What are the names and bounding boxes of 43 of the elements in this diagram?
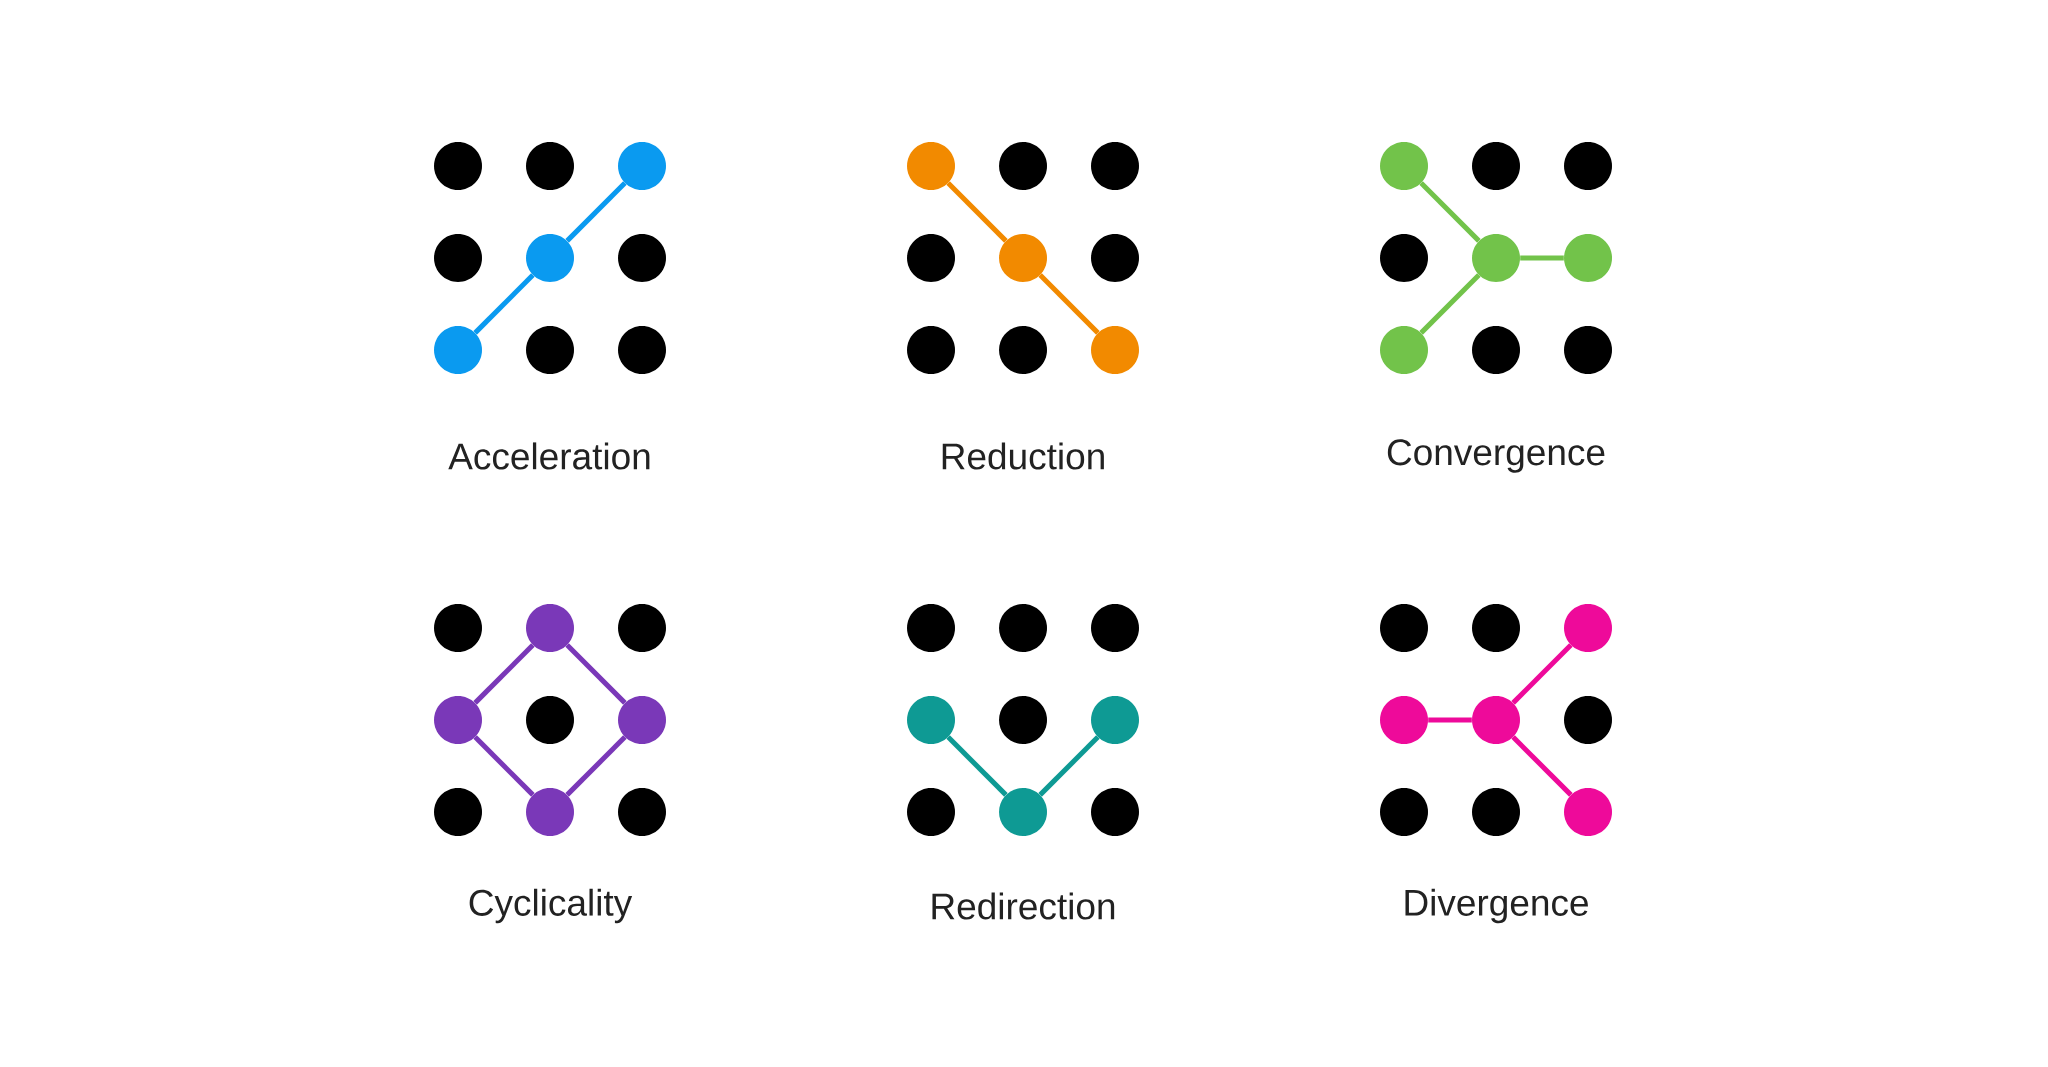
connector-line bbox=[473, 643, 535, 705]
dot bbox=[434, 326, 482, 374]
caption: Redirection bbox=[932, 892, 1115, 920]
connector-line bbox=[565, 181, 627, 243]
connector-line bbox=[1511, 735, 1573, 797]
connector-line bbox=[1511, 643, 1573, 705]
caption: Divergence bbox=[1405, 888, 1588, 924]
connector-line bbox=[565, 735, 627, 797]
dot bbox=[434, 696, 482, 744]
connector-line bbox=[946, 181, 1008, 243]
dot bbox=[1564, 788, 1612, 836]
dot bbox=[1564, 234, 1612, 282]
dot bbox=[1472, 234, 1520, 282]
dot bbox=[1564, 604, 1612, 652]
dot bbox=[1091, 696, 1139, 744]
caption: Convergence bbox=[1387, 439, 1605, 473]
dot bbox=[1091, 326, 1139, 374]
connector-line bbox=[473, 735, 535, 797]
dot bbox=[1472, 696, 1520, 744]
dot bbox=[1380, 696, 1428, 744]
dot bbox=[907, 142, 955, 190]
dot bbox=[999, 788, 1047, 836]
connector-line bbox=[1419, 273, 1481, 335]
connector-line bbox=[1520, 255, 1564, 261]
connector-line bbox=[1038, 735, 1100, 797]
connector-line bbox=[1428, 717, 1472, 723]
dot bbox=[618, 142, 666, 190]
dot bbox=[999, 234, 1047, 282]
dot bbox=[618, 696, 666, 744]
dot bbox=[526, 788, 574, 836]
connector-line bbox=[1038, 273, 1100, 335]
dot bbox=[1380, 142, 1428, 190]
dot bbox=[1380, 326, 1428, 374]
dot bbox=[526, 604, 574, 652]
caption: Acceleration bbox=[448, 442, 650, 470]
connector-line bbox=[565, 643, 627, 705]
dot bbox=[907, 696, 955, 744]
caption: Reduction bbox=[942, 442, 1104, 470]
connector-line bbox=[473, 273, 535, 335]
connector-line bbox=[1419, 181, 1481, 243]
connector-line bbox=[946, 735, 1008, 797]
caption: Cyclicality bbox=[469, 888, 633, 924]
dot bbox=[526, 234, 574, 282]
